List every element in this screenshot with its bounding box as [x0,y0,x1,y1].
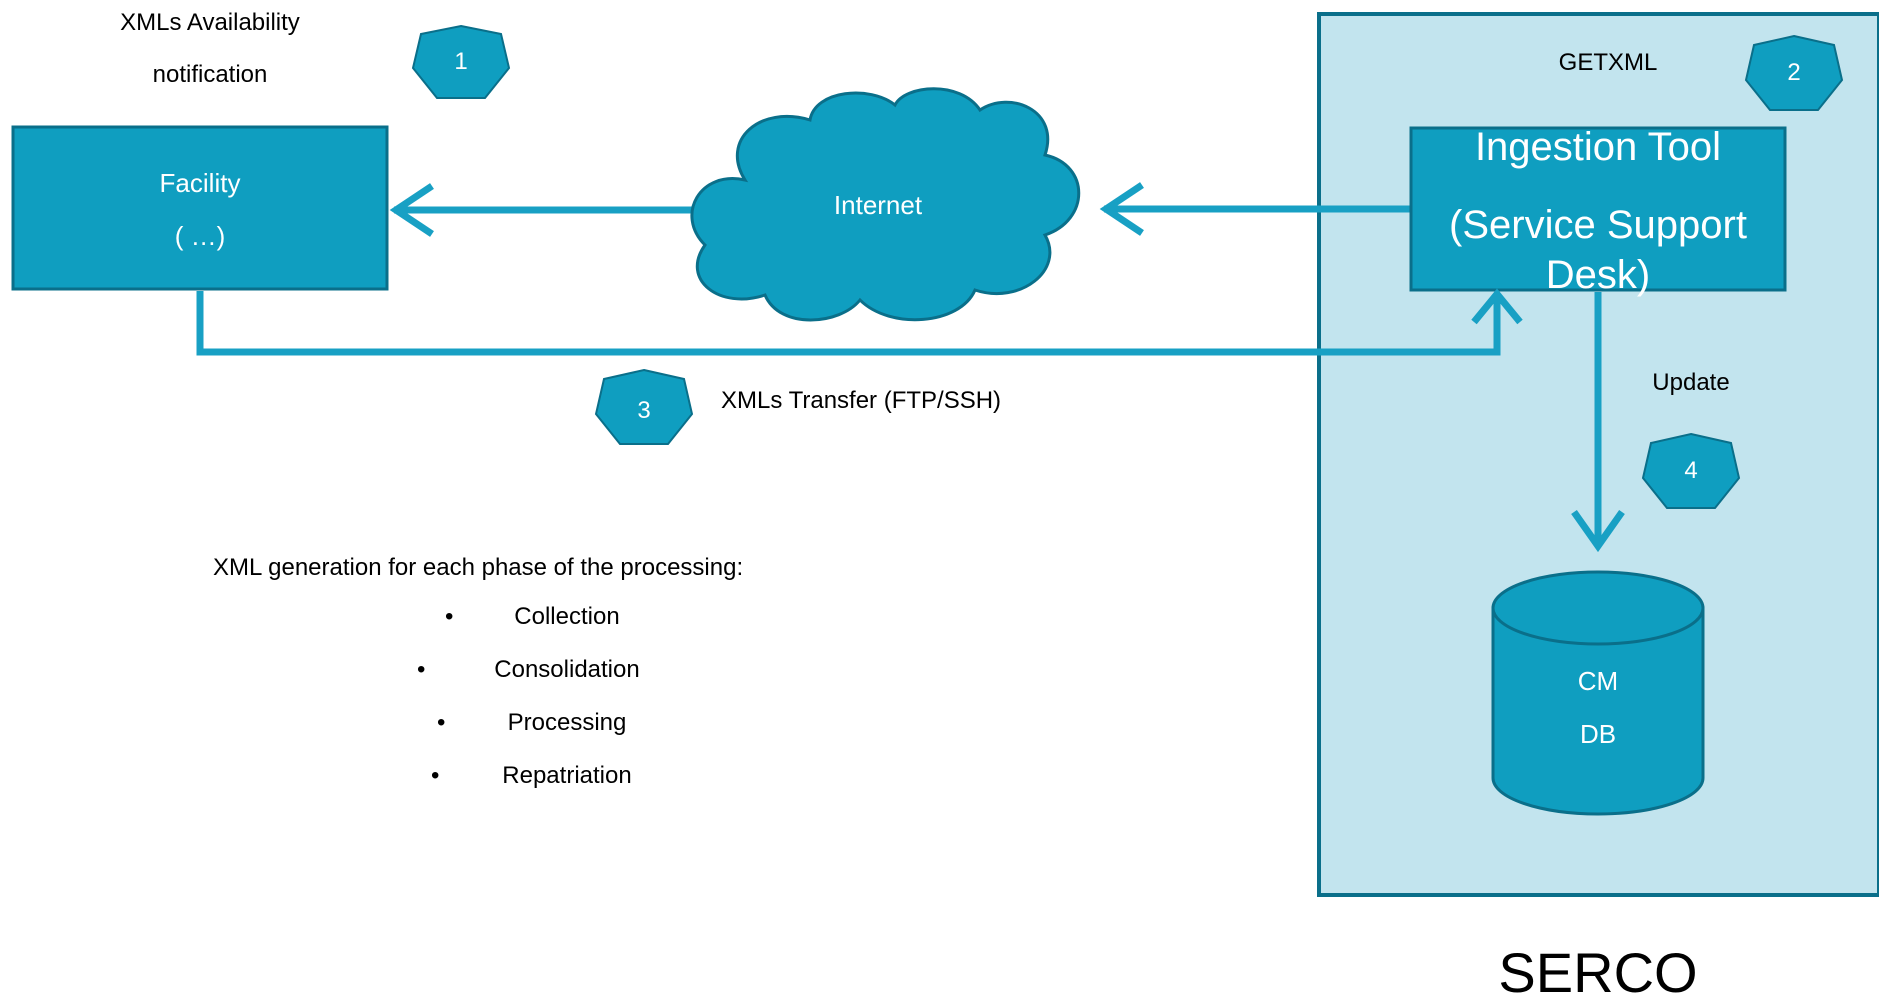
database-label: CM [1578,666,1618,696]
internet-cloud [690,87,1081,322]
ingestion-tool-subtitle: (Service Support [1449,203,1747,247]
step1-label-line2: notification [153,61,268,88]
ingestion-tool-title: Ingestion Tool [1475,125,1721,169]
step1-label-line1: XMLs Availability [120,9,300,36]
bullet-1: • [445,603,453,630]
bullet-4: • [431,762,439,789]
phase-item: Collection [514,603,619,630]
step2-label: GETXML [1559,49,1658,76]
arrow-facility-to-ingestion [196,291,1501,356]
step3-number: 3 [637,397,650,424]
phases-list: • Collection • Consolidation • Processin… [417,603,640,789]
bullet-3: • [437,709,445,736]
bullet-2: • [417,656,425,683]
step2-heptagon [1744,34,1844,111]
step4-label: Update [1652,369,1729,396]
arrowhead-db [1571,509,1625,553]
step4-number: 4 [1684,457,1697,484]
step1-heptagon [411,24,511,99]
facility-sublabel: ( …) [175,221,226,251]
organization-name: SERCO [1498,941,1697,997]
arrowhead-ingestion [1471,288,1523,325]
step4-heptagon [1641,432,1741,509]
step2-number: 2 [1787,59,1800,86]
step1-number: 1 [454,48,467,75]
phase-item: Repatriation [502,762,631,789]
phase-item: Consolidation [494,656,639,683]
cm-database [1491,570,1705,816]
arrowhead-internet [1099,182,1144,236]
facility-box [11,125,389,291]
arrowhead-facility [389,183,434,237]
database-sublabel: DB [1580,719,1616,749]
notes-heading: XML generation for each phase of the pro… [213,554,743,581]
step3-heptagon [594,368,694,445]
ingestion-tool-box [1409,126,1787,292]
ingestion-tool-subtitle-cont: Desk) [1546,253,1650,297]
phase-item: Processing [508,709,627,736]
facility-label: Facility [160,168,241,198]
internet-label: Internet [834,190,923,220]
step3-label: XMLs Transfer (FTP/SSH) [721,387,1001,414]
